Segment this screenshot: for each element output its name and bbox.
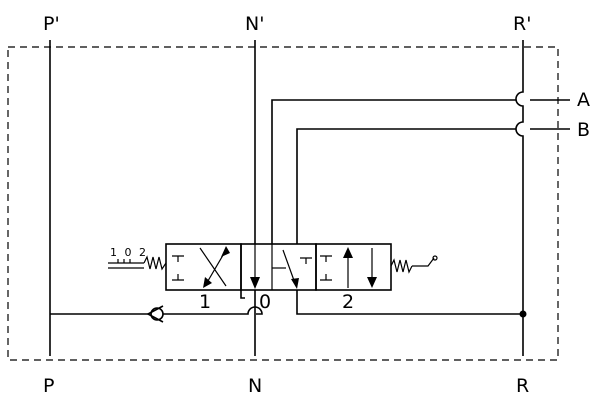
- label-n-top: N': [245, 13, 264, 35]
- line-a: [271, 99, 516, 244]
- valve-box-1: [165, 243, 242, 291]
- detent-label: 1 0 2: [110, 246, 148, 259]
- label-position-1: 1: [199, 291, 211, 313]
- valve-enclosure-dashed: [7, 46, 559, 361]
- label-n-bottom: N: [248, 375, 262, 397]
- right-actuator: [390, 255, 438, 274]
- label-a: A: [577, 89, 590, 111]
- valve-box-2: [315, 243, 392, 291]
- box0-symbols: [250, 244, 312, 290]
- line-b-return: [296, 290, 523, 315]
- label-position-2: 2: [342, 291, 354, 313]
- label-r-top: R': [513, 13, 531, 35]
- line-r: [515, 40, 524, 356]
- label-b: B: [577, 119, 590, 141]
- label-r-bottom: R: [516, 375, 529, 397]
- left-actuator: [108, 255, 167, 271]
- box2-symbols: [320, 247, 377, 288]
- line-b: [296, 128, 516, 244]
- junction-dot: [519, 310, 527, 318]
- label-position-0: 0: [259, 291, 271, 313]
- line-box-bottom: [240, 290, 245, 299]
- label-p-bottom: P: [43, 375, 54, 397]
- valve-box-0: [240, 243, 317, 291]
- box1-symbols: [172, 246, 230, 288]
- line-check-to-n: [163, 306, 263, 315]
- label-p-top: P': [43, 13, 60, 35]
